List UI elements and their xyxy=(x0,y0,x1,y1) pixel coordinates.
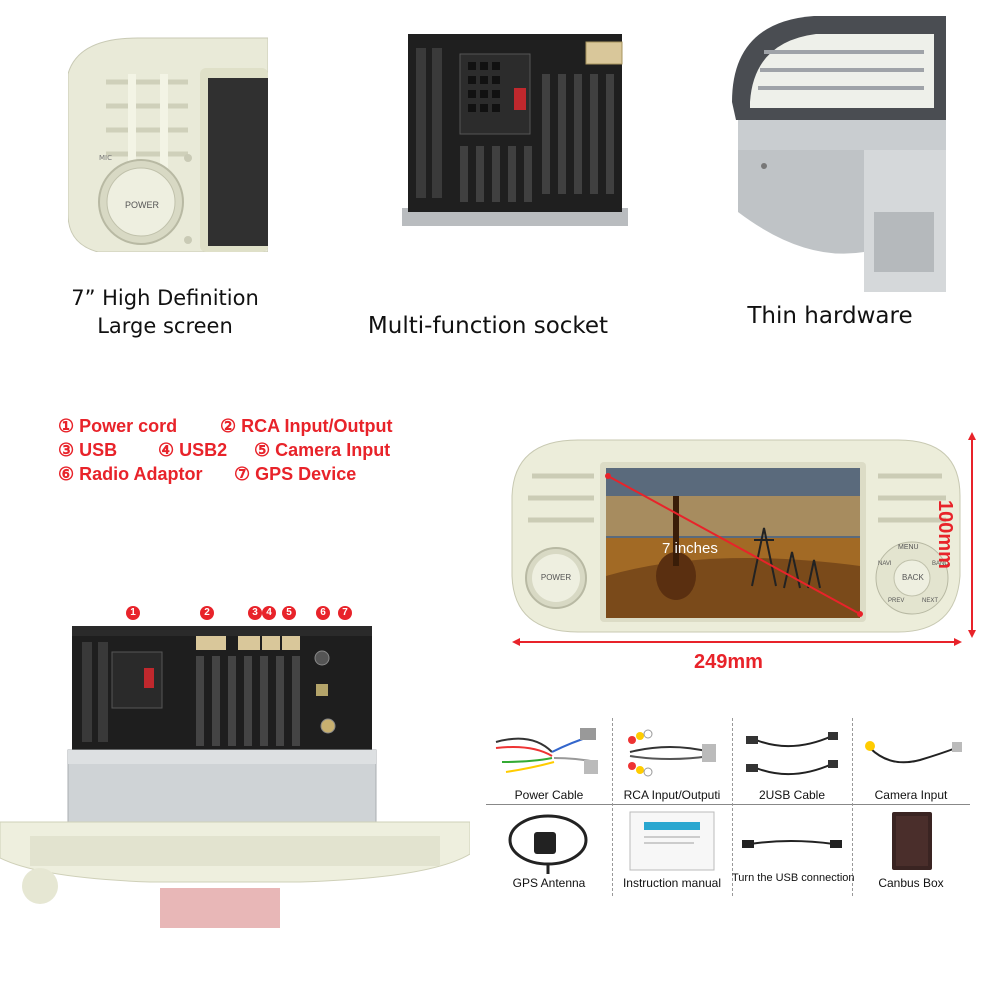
svg-text:MIC: MIC xyxy=(99,154,112,162)
rear-marker-7: 7 xyxy=(338,606,352,620)
rear-marker-1: 1 xyxy=(126,606,140,620)
accessory-label: Turn the USB connection xyxy=(732,872,855,884)
rear-marker-2: 2 xyxy=(200,606,214,620)
accessory-label: GPS Antenna xyxy=(512,876,586,890)
width-dimension: 249mm xyxy=(694,651,763,673)
front-power-label: POWER xyxy=(540,573,572,582)
rear-marker-3: 3 xyxy=(248,606,262,620)
rca-cable-icon xyxy=(628,729,716,777)
accessory-power-cable: Power Cable xyxy=(486,718,612,804)
hd-screen-caption: 7” High Definition Large screen xyxy=(40,284,290,340)
accessory-label: RCA Input/Outputi xyxy=(623,788,721,802)
accessory-rca: RCA Input/Outputi xyxy=(612,718,732,804)
usb-adapter-icon xyxy=(742,840,842,848)
canbus-box-icon xyxy=(892,812,932,870)
usb-cable-icon xyxy=(746,732,838,776)
accessory-label: Power Cable xyxy=(514,788,584,802)
accessory-label: Instruction manual xyxy=(622,876,722,890)
legend-item-rca: ② RCA Input/Output xyxy=(220,416,393,436)
front-unit-illustration xyxy=(511,439,961,633)
grid-divider-v2 xyxy=(732,718,733,896)
port-legend: ① Power cord ② RCA Input/Output ③ USB ④ … xyxy=(58,416,418,486)
hd-screen-photo: MIC POWER xyxy=(67,34,269,253)
front-unit-photo: 7 inches POWER MENU BACK NAVI BAND PREV … xyxy=(508,436,964,636)
socket-illustration xyxy=(402,34,628,226)
menu-button[interactable]: MENU xyxy=(898,544,919,551)
wiring-harness-icon xyxy=(495,728,598,774)
legend-item-usb2: ④ USB2 xyxy=(158,440,228,460)
thin-hardware-caption: Thin hardware xyxy=(747,303,913,329)
accessory-usb: 2USB Cable xyxy=(732,718,852,804)
accessory-canbus: Canbus Box xyxy=(852,806,970,896)
accessory-label: Camera Input xyxy=(874,788,948,802)
accessory-manual: Instruction manual xyxy=(612,806,732,896)
accessory-camera-input: Camera Input xyxy=(852,718,970,804)
legend-item-usb: ③ USB xyxy=(58,440,118,460)
rear-marker-4: 4 xyxy=(262,606,276,620)
rear-unit-illustration xyxy=(0,626,471,928)
dimension-lines xyxy=(512,432,976,646)
power-knob-label: POWER xyxy=(124,200,159,210)
manual-icon xyxy=(629,811,715,871)
screen-size-label: 7 inches xyxy=(662,540,718,557)
socket-caption: Multi-function socket xyxy=(367,313,609,339)
height-dimension: 100mm xyxy=(934,500,956,569)
legend-item-radio: ⑥ Radio Adaptor xyxy=(58,464,203,484)
rear-unit-photo: 1 2 3 4 5 6 7 xyxy=(0,596,471,1000)
hd-screen-illustration: MIC xyxy=(67,37,269,253)
accessory-gps: GPS Antenna xyxy=(486,806,612,896)
rear-marker-5: 5 xyxy=(282,606,296,620)
legend-item-power-cord: ① Power cord xyxy=(58,416,178,436)
legend-item-gps: ⑦ GPS Device xyxy=(234,464,357,484)
back-button[interactable]: BACK xyxy=(902,573,924,582)
accessory-label: Canbus Box xyxy=(878,876,944,890)
gps-antenna-icon xyxy=(508,814,588,874)
hd-screen-caption-line2: Large screen xyxy=(97,314,233,338)
navi-button[interactable]: NAVI xyxy=(878,561,892,567)
grid-divider-h xyxy=(486,804,970,805)
next-button[interactable]: NEXT xyxy=(922,598,939,604)
grid-divider-v3 xyxy=(852,718,853,896)
accessory-label: 2USB Cable xyxy=(758,788,826,802)
grid-divider-v1 xyxy=(612,718,613,896)
thin-hardware-photo xyxy=(724,12,946,292)
prev-button[interactable]: PREV xyxy=(888,598,905,604)
camera-cable-icon xyxy=(865,741,962,764)
legend-item-camera: ⑤ Camera Input xyxy=(254,440,391,460)
accessories-grid: Power Cable RCA Input/Outputi 2USB Cable… xyxy=(486,718,970,898)
rear-marker-6: 6 xyxy=(316,606,330,620)
socket-photo xyxy=(402,28,628,226)
hd-screen-caption-line1: 7” High Definition xyxy=(71,286,259,310)
band-button[interactable]: BAND xyxy=(932,561,949,567)
accessory-usb-adapter: Turn the USB connection xyxy=(732,806,855,896)
thin-hardware-illustration xyxy=(732,16,946,292)
